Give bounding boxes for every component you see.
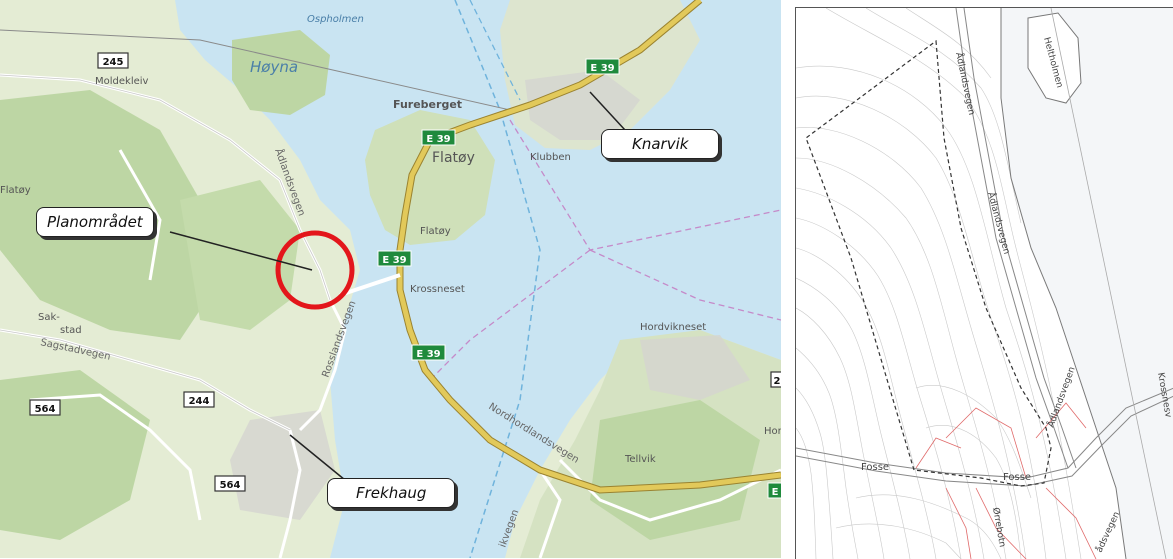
contour-lines [796,8,1082,559]
plan-boundary[interactable] [805,39,1052,487]
shield-245: 245 [97,52,129,69]
shield-e39-south: E 39 [411,344,446,361]
hordvik-settlement [640,335,750,400]
dashed-boundary-3 [429,249,591,381]
minor-road-outlines [0,74,331,431]
e39-road-fill [397,0,781,493]
shield-564-label: 564 [35,404,56,415]
rosslandsvegen-road [339,273,401,297]
frekhaug-settlement [230,410,335,520]
dashed-boundary-1 [454,0,541,558]
callout-knarvik[interactable]: Knarvik [601,129,720,159]
detail-adlandsvegen-road [955,8,1069,469]
shield-e39-bridge: E 39 [377,250,412,267]
shield-245-label: 245 [103,57,124,68]
hoyna-island [232,30,330,115]
label-flatoy-main: Flatøy [432,150,475,166]
frekhaug-pointer [289,434,346,481]
detail-edge-line [1050,8,1167,559]
forest-west-2 [180,180,300,330]
detail-label-fosse-right: Fosse [1003,472,1031,483]
shield-564-south: 564 [214,475,246,492]
callout-planomradet[interactable]: Planområdet [36,207,154,237]
label-klubben: Klubben [530,152,571,163]
label-sak: Sak- [38,312,60,323]
flatoy-island [365,110,495,245]
shield-244: 244 [183,391,215,408]
shield-244-label: 244 [189,396,210,407]
dashed-boundary-5 [469,0,521,101]
label-tellvik: Tellvik [624,454,656,465]
property-lines [915,402,1097,559]
knarvik-pointer [589,91,626,131]
detail-fosse-road-2 [796,395,1173,487]
plan-area-marker[interactable] [275,230,355,310]
knarvik-settlement [525,70,640,140]
shield-e-edge: E [767,482,781,499]
detail-sea [1001,8,1173,559]
callout-frekhaug[interactable]: Frekhaug [327,478,456,508]
label-stad: stad [60,325,82,336]
callout-knarvik-text: Knarvik [632,135,689,153]
detail-map[interactable]: Heltholmen Ådlandsvegen Ådlandsvegen Ådl… [795,7,1173,559]
detail-adlandsvegen-road-2 [963,8,1077,469]
shield-e39-label: E 39 [590,63,614,74]
heltholmen-island [1027,12,1082,104]
detail-fosse-road [796,387,1173,479]
forest-southeast [590,400,760,540]
shield-e39-label: E 39 [416,349,440,360]
label-hoyna: Høyna [250,58,298,76]
overview-map[interactable]: E 39 E 39 E 39 E 39 E 245 564 244 [0,0,781,558]
shield-e39-flatoy: E 39 [421,129,456,146]
callout-planomradet-text: Planområdet [47,213,143,231]
overview-map-canvas: E 39 E 39 E 39 E 39 E 245 564 244 [0,0,781,558]
label-hor: Hor [764,426,781,437]
power-line [0,29,511,111]
shield-e39-label: E 39 [426,134,450,145]
label-flatoy-west: Flatøy [0,185,31,196]
callout-frekhaug-text: Frekhaug [356,484,427,502]
detail-map-canvas: Heltholmen Ådlandsvegen Ådlandsvegen Ådl… [796,8,1173,559]
label-fureberget: Fureberget [393,98,462,111]
shield-564-west: 564 [29,399,61,416]
shield-2-label: 2 [774,376,781,387]
dashed-boundary-4 [589,249,781,321]
label-moldekleiv: Moldekleiv [95,76,149,87]
detail-coastline [1000,8,1127,559]
shield-e-edge-label: E [772,487,779,498]
shield-2-edge: 2 [770,371,781,388]
label-ospholmen: Ospholmen [307,14,364,25]
label-krossneset: Krossneset [410,284,465,295]
shield-e39-label: E 39 [382,255,406,266]
shield-e39-top: E 39 [585,58,620,75]
shield-564-label: 564 [220,480,241,491]
label-flatoy-small: Flatøy [420,226,451,237]
detail-label-fosse-left: Fosse [861,462,889,473]
planomradet-pointer [169,231,313,271]
label-hordvikneset: Hordvikneset [640,322,706,333]
